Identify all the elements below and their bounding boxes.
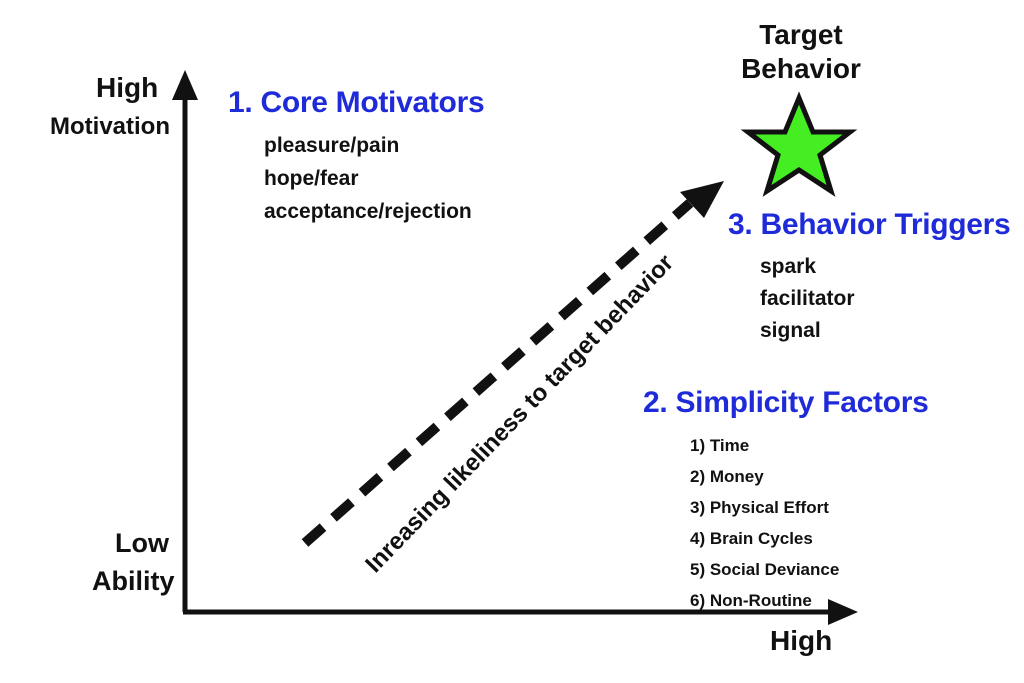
x-axis-arrowhead [828, 599, 858, 625]
x-axis-high-label: High [770, 625, 833, 656]
trend-arrowhead [680, 181, 724, 218]
x-axis-name-label: Ability [92, 566, 175, 596]
target-line-2: Behavior [741, 53, 861, 84]
target-behavior-label: Target Behavior [738, 18, 864, 86]
list-item: 4) Brain Cycles [690, 529, 813, 548]
list-item: 6) Non-Routine [690, 591, 812, 610]
list-item: hope/fear [264, 167, 359, 190]
list-item: 1) Time [690, 436, 750, 455]
list-item: 5) Social Deviance [690, 560, 840, 579]
list-item: acceptance/rejection [264, 200, 472, 223]
simplicity-factors-heading: 2. Simplicity Factors [643, 386, 929, 419]
list-item: facilitator [760, 287, 855, 310]
core-motivators-heading: 1. Core Motivators [228, 86, 485, 119]
list-item: signal [760, 319, 821, 342]
list-item: spark [760, 255, 817, 278]
core-motivators-list: pleasure/pain hope/fear acceptance/rejec… [264, 129, 472, 228]
list-item: 3) Physical Effort [690, 498, 829, 517]
y-axis-arrowhead [172, 70, 198, 100]
behavior-triggers-heading: 3. Behavior Triggers [728, 208, 1011, 241]
behavior-triggers-list: spark facilitator signal [760, 251, 855, 347]
list-item: pleasure/pain [264, 134, 400, 157]
list-item: 2) Money [690, 467, 764, 486]
star-icon [740, 91, 858, 197]
y-axis-low-label: Low [115, 528, 169, 558]
trend-arrow-line [301, 199, 694, 547]
y-axis-name-label: Motivation [50, 113, 170, 140]
simplicity-factors-list: 1) Time 2) Money 3) Physical Effort 4) B… [690, 430, 839, 616]
target-line-1: Target [759, 19, 843, 50]
y-axis-high-label: High [96, 72, 159, 103]
